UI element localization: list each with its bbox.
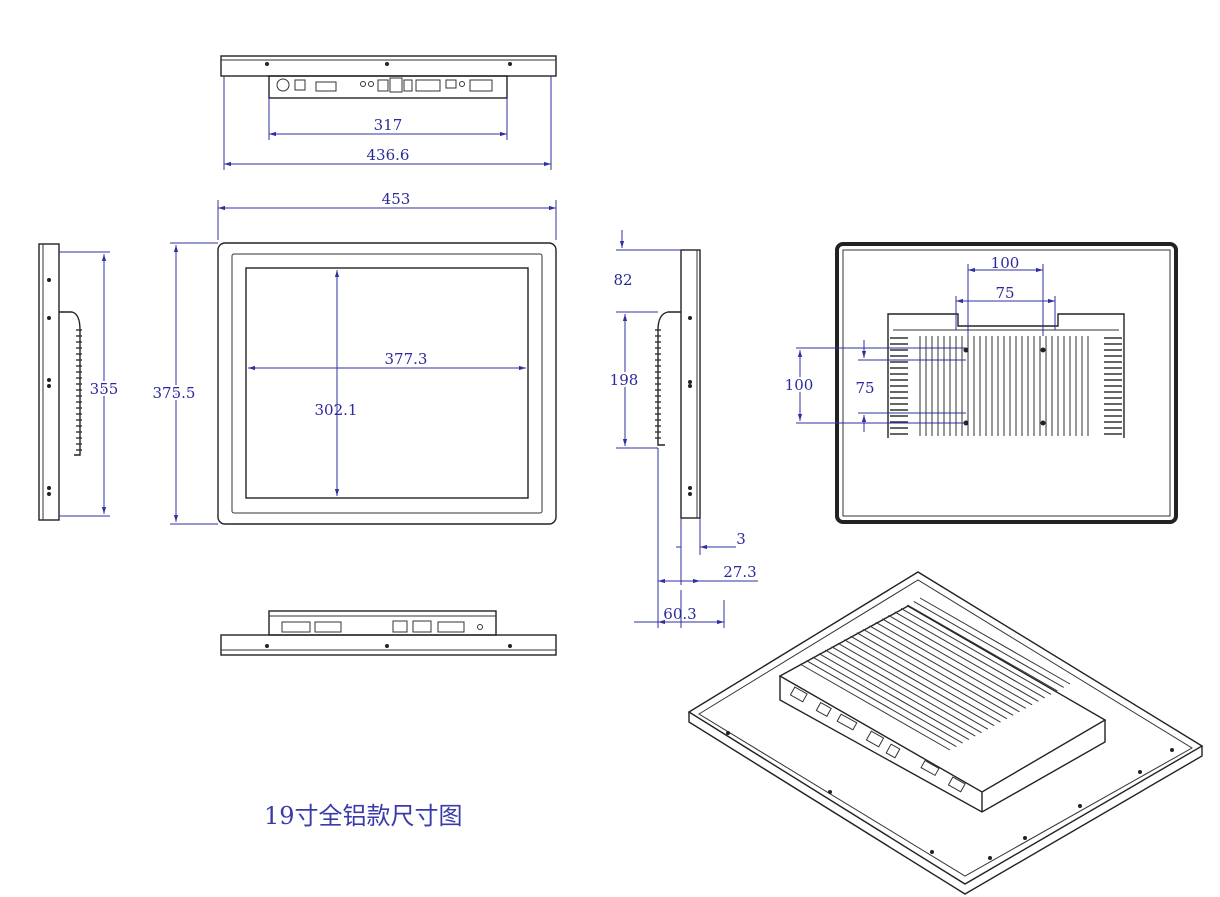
heatsink-fin bbox=[850, 635, 1001, 723]
vesa-rear-view: 100 75 100 75 bbox=[783, 242, 1178, 524]
heatsink-fin bbox=[900, 607, 1052, 695]
dim-right-thickness-b: 27.3 bbox=[723, 563, 756, 581]
dim-vesa-large-width: 100 bbox=[991, 254, 1020, 272]
heatsink-fin bbox=[919, 597, 1071, 685]
dim-front-height: 375.5 bbox=[153, 384, 196, 402]
heatsink-fin bbox=[881, 618, 1033, 706]
dim-right-mid-height: 198 bbox=[610, 371, 639, 389]
heatsink-fin bbox=[894, 611, 1045, 699]
heatsink-fin bbox=[843, 639, 995, 727]
heatsink-fin bbox=[806, 660, 957, 747]
dim-top-inner-width: 317 bbox=[374, 116, 403, 134]
heatsink-fin bbox=[837, 642, 989, 730]
dim-front-width: 453 bbox=[382, 190, 411, 208]
dim-screen-height: 302.1 bbox=[315, 401, 358, 419]
top-port-panel bbox=[276, 77, 493, 93]
heatsink-fin bbox=[818, 653, 970, 741]
heatsink-fin bbox=[799, 663, 951, 751]
dim-top-outer-width: 436.6 bbox=[367, 146, 410, 164]
dim-right-top-offset: 82 bbox=[613, 271, 632, 289]
dim-vesa-small-width: 75 bbox=[995, 284, 1014, 302]
front-bezel bbox=[217, 242, 557, 525]
dim-side-height: 355 bbox=[90, 380, 119, 398]
left-side-view: 355 bbox=[38, 243, 120, 521]
heatsink-fin bbox=[862, 628, 1014, 716]
dim-vesa-small-height: 75 bbox=[855, 379, 874, 397]
heatsink-fin bbox=[888, 614, 1039, 702]
heatsink-fin bbox=[907, 604, 1058, 692]
right-side-view: 82 198 3 27.3 60.3 bbox=[608, 230, 758, 628]
heatsink-fin bbox=[825, 649, 976, 737]
dim-vesa-large-height: 100 bbox=[785, 376, 814, 394]
drawing-caption: 19寸全铝款尺寸图 bbox=[264, 802, 463, 830]
heatsink-fin bbox=[812, 656, 963, 744]
top-view: 317 436.6 bbox=[220, 55, 557, 170]
heatsink-fin bbox=[831, 646, 982, 734]
heatsink-fin bbox=[875, 621, 1027, 709]
screen-area bbox=[245, 267, 529, 499]
heatsink-fin bbox=[913, 601, 1064, 688]
isometric-view bbox=[687, 571, 1204, 895]
dim-screen-width: 377.3 bbox=[385, 350, 428, 368]
dim-right-thickness-a: 3 bbox=[736, 530, 746, 548]
dim-right-thickness-c: 60.3 bbox=[663, 605, 696, 623]
front-view: 453 377.3 302.1 375.5 bbox=[151, 190, 557, 525]
heatsink-fin bbox=[856, 632, 1008, 720]
bottom-view bbox=[220, 610, 557, 656]
heatsink-fin bbox=[869, 625, 1020, 713]
